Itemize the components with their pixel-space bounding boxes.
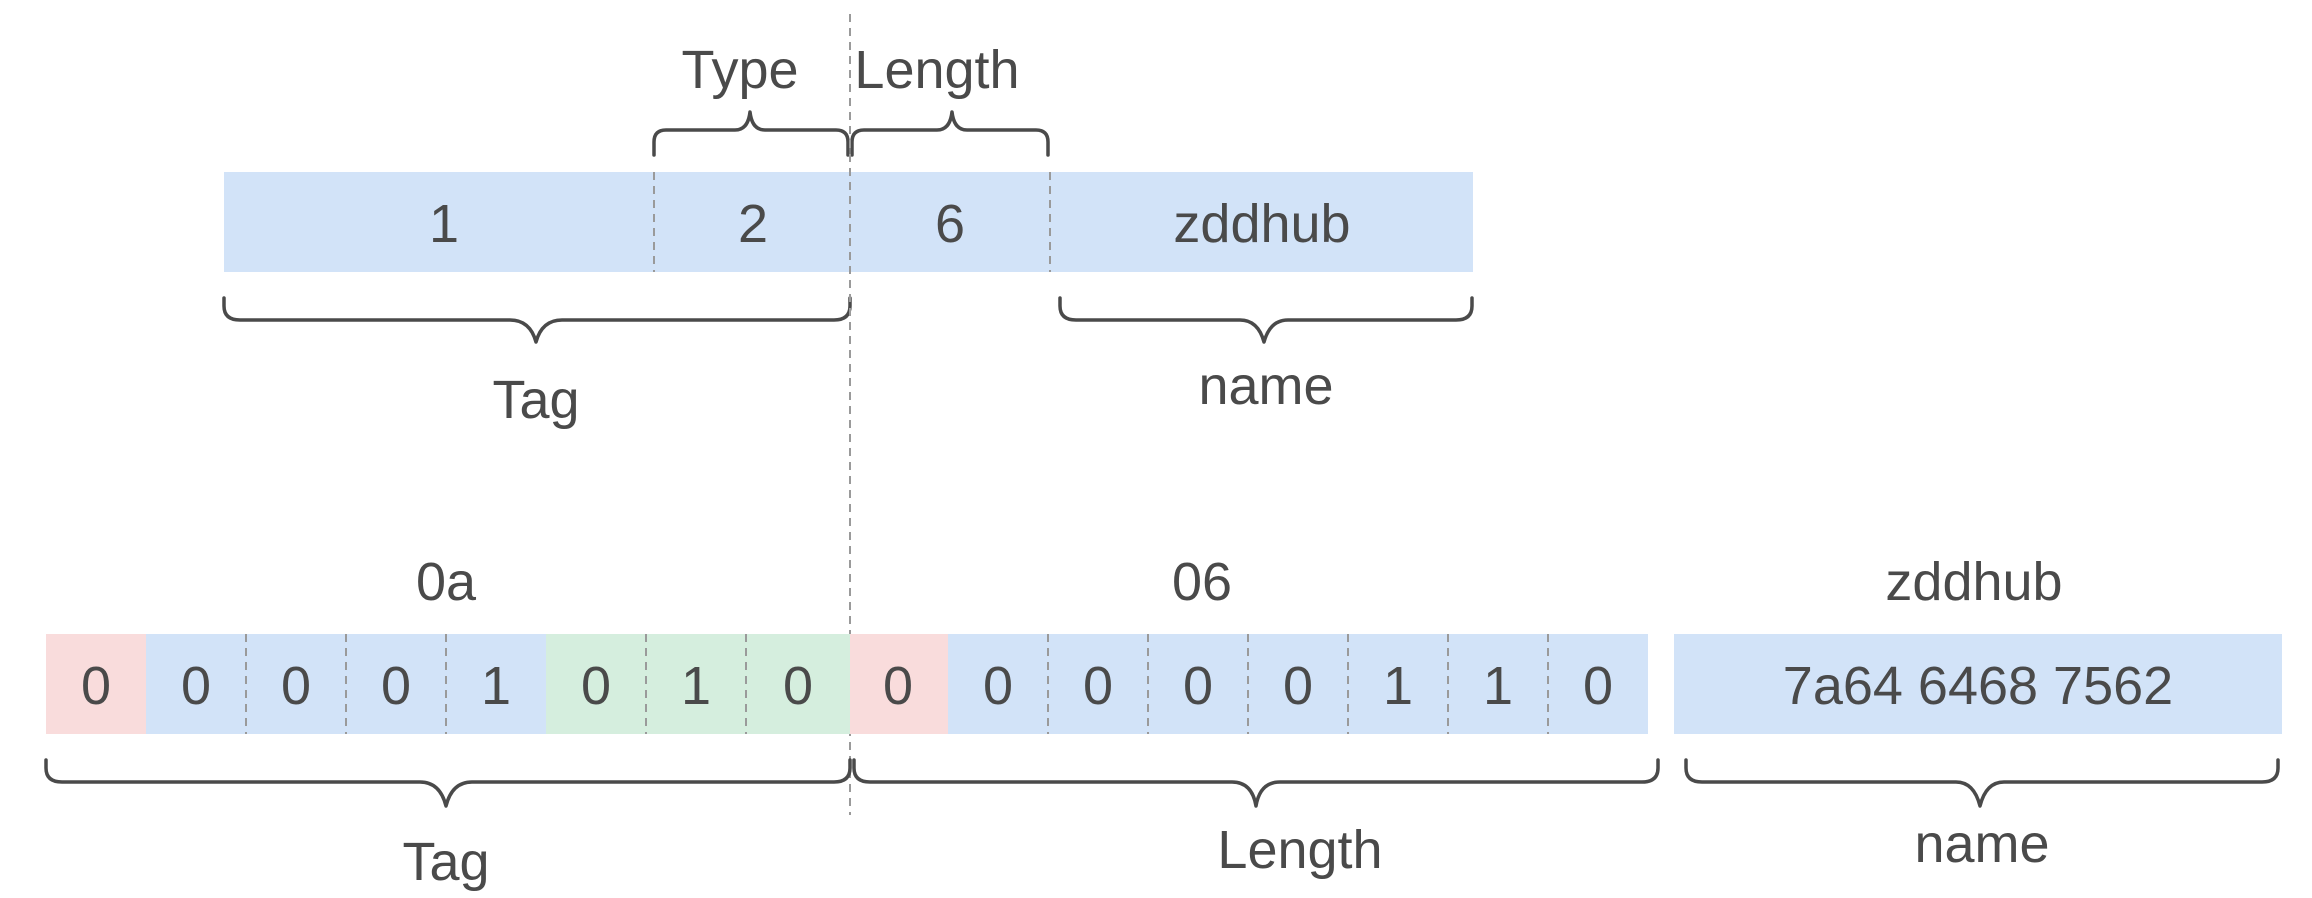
- length-bit-cell: [1548, 634, 1648, 734]
- tag-bit-cell: [346, 634, 446, 734]
- top-tag-brace: [222, 296, 852, 344]
- tag-bit-text: 1: [481, 656, 511, 716]
- type-brace: [652, 110, 850, 157]
- tag-bit-cell: [546, 634, 646, 734]
- length-bit-text: 1: [1383, 656, 1413, 716]
- tag-bit-cell: [46, 634, 146, 734]
- top-cell-tag-field: [224, 172, 654, 272]
- tag-hex-header: 0a: [416, 552, 477, 612]
- top-cell-text: 6: [935, 194, 965, 254]
- length-bit-cell: [1248, 634, 1348, 734]
- tag-bit-text: 0: [381, 656, 411, 716]
- length-bit-cell: [1148, 634, 1248, 734]
- top-type-label: Type: [681, 40, 798, 100]
- tag-bit-text: 1: [681, 656, 711, 716]
- top-name-brace: [1058, 296, 1474, 344]
- top-cell-text: zddhub: [1173, 194, 1350, 254]
- bottom-length-label: Length: [1217, 820, 1382, 880]
- bottom-length-brace: [852, 758, 1660, 808]
- top-length-label: Length: [854, 40, 1019, 100]
- name-text-header: zddhub: [1885, 552, 2062, 612]
- bottom-tag-brace: [44, 758, 852, 808]
- length-bit-cell: [948, 634, 1048, 734]
- length-bit-cell: [1048, 634, 1148, 734]
- length-hex-header: 06: [1172, 552, 1232, 612]
- length-bit-text: 0: [1283, 656, 1313, 716]
- top-row: 1 2 6 zddhub Type Length Tag name: [222, 40, 1474, 430]
- top-cell-text: 1: [429, 194, 459, 254]
- bottom-tag-label: Tag: [402, 832, 489, 892]
- length-bit-cell: [1348, 634, 1448, 734]
- tag-bit-cell: [246, 634, 346, 734]
- length-bit-cell: [850, 634, 948, 734]
- length-bit-text: 0: [883, 656, 913, 716]
- tag-bits: 0 0 0 0 1 0 1 0: [46, 634, 850, 734]
- length-bit-text: 0: [1183, 656, 1213, 716]
- tag-bit-cell: [446, 634, 546, 734]
- top-cell-name: [1050, 172, 1473, 272]
- bottom-name-brace: [1684, 758, 2280, 808]
- tag-bit-text: 0: [281, 656, 311, 716]
- tag-bit-text: 0: [181, 656, 211, 716]
- length-bit-text: 0: [983, 656, 1013, 716]
- length-bits: 0 0 0 0 0 1 1 0: [850, 634, 1648, 734]
- top-cell-tag-type: [654, 172, 850, 272]
- top-name-label: name: [1198, 356, 1333, 416]
- tag-bit-text: 0: [783, 656, 813, 716]
- top-cell-text: 2: [738, 194, 768, 254]
- length-brace: [850, 110, 1050, 157]
- tag-bit-text: 0: [81, 656, 111, 716]
- length-bit-text: 0: [1583, 656, 1613, 716]
- tag-bit-text: 0: [581, 656, 611, 716]
- name-bytes-cell: [1674, 634, 2282, 734]
- top-cell-length: [850, 172, 1050, 272]
- bottom-row: 0a 06 zddhub 0 0 0 0 1 0 1 0: [44, 552, 2282, 892]
- tag-bit-cell: [646, 634, 746, 734]
- length-bit-text: 0: [1083, 656, 1113, 716]
- tag-bit-cell: [146, 634, 246, 734]
- length-bit-cell: [1448, 634, 1548, 734]
- name-bytes-text: 7a64 6468 7562: [1783, 656, 2173, 716]
- bottom-name-label: name: [1914, 814, 2049, 874]
- tag-bit-cell: [746, 634, 850, 734]
- top-tag-label: Tag: [492, 370, 579, 430]
- length-bit-text: 1: [1483, 656, 1513, 716]
